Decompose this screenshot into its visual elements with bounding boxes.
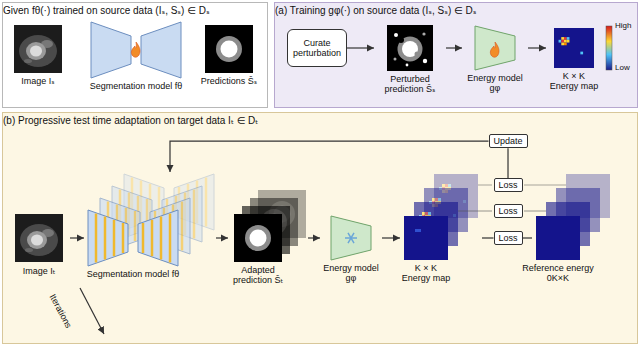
connector [382, 237, 400, 238]
colorbar-label: Low [615, 63, 630, 72]
energy-map [404, 216, 448, 260]
update-box: Update [489, 134, 528, 148]
node-caption: Segmentation model fθ [84, 81, 188, 91]
connector [523, 237, 532, 238]
connector [507, 148, 508, 178]
loss-box: Loss [494, 204, 523, 218]
panel-heading: (a) Training gφ(·) on source data (Iₛ, S… [275, 5, 631, 17]
panel-heading: Given fθ(·) trained on source data (Iₛ, … [3, 5, 261, 17]
mask-image [205, 25, 253, 73]
loss-wire [478, 185, 492, 186]
connector [347, 47, 374, 48]
node-caption: Energy model gφ [320, 263, 382, 284]
box-label: Loss [499, 206, 518, 216]
node-caption: Reference energy 0K×K [518, 263, 598, 284]
snowflake-icon [345, 233, 357, 243]
colorbar-label: High [615, 21, 631, 30]
reference-map [536, 216, 580, 260]
node-caption: Energy model gφ [462, 73, 528, 94]
box-label: Loss [499, 180, 518, 190]
box-label: Loss [499, 233, 518, 243]
flame-icon [490, 42, 499, 57]
loss-wire [524, 185, 566, 186]
mask-image [234, 214, 282, 262]
energy-map [554, 28, 594, 68]
node-caption: Adapted prediction Ŝₜ [222, 265, 294, 286]
node-caption: Perturbed prediction Ŝₛ [374, 74, 446, 95]
mask-image [387, 25, 433, 71]
mri-image [15, 214, 63, 262]
node-caption: Image Iₛ [10, 76, 66, 86]
loss-box: Loss [494, 231, 523, 245]
node-caption: Segmentation model fθ [78, 269, 188, 279]
connector [528, 47, 546, 48]
connector [216, 237, 228, 238]
node-caption: Image Iₜ [8, 266, 70, 276]
connector [70, 237, 84, 238]
mri-image [14, 25, 62, 73]
connector [482, 237, 494, 238]
loss-box: Loss [494, 178, 523, 192]
box-label: Curate perturbation [293, 38, 341, 59]
colorbar [606, 26, 612, 70]
energy-map [554, 28, 594, 68]
connector [308, 237, 320, 238]
panel-heading: (b) Progressive test time adaptation on … [3, 115, 631, 127]
node-caption: K × K Energy map [400, 263, 452, 284]
node-caption: K × K Energy map [548, 71, 600, 92]
loss-wire [524, 211, 546, 212]
process-box: Curate perturbation [287, 29, 347, 68]
connector [446, 47, 462, 48]
loss-wire [458, 211, 492, 212]
box-label: Update [494, 136, 523, 146]
node-caption: Predictions Ŝₛ [198, 76, 260, 86]
